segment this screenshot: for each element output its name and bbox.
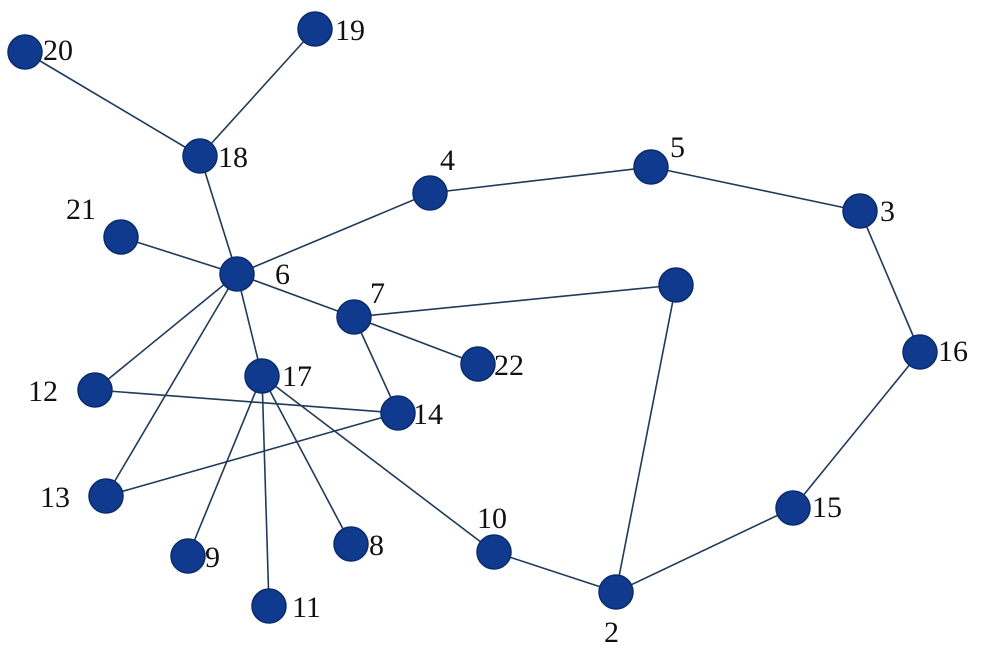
node-label: 3 (880, 195, 895, 228)
node-circle (219, 256, 255, 292)
edge-13-14 (105, 412, 399, 497)
edge-12-14 (94, 389, 399, 414)
node-22: 22 (460, 346, 524, 382)
node-circle (103, 219, 139, 255)
node-circle (380, 395, 416, 431)
node-9: 9 (170, 538, 220, 574)
node-17: 17 (244, 358, 312, 394)
node-circle (333, 526, 369, 562)
edge-4-5 (429, 166, 652, 194)
node-circle (77, 372, 113, 408)
node-label: 2 (604, 616, 619, 649)
node-label: 16 (938, 335, 968, 368)
node-label: 9 (205, 541, 220, 574)
node-label: 5 (670, 131, 685, 164)
edge-15-2 (615, 507, 794, 593)
edge-20-18 (24, 51, 201, 157)
node-20: 20 (7, 34, 73, 70)
node-circle (251, 588, 287, 624)
node-3: 3 (842, 193, 895, 229)
node-label: 10 (477, 502, 507, 535)
node-label: 17 (282, 360, 312, 393)
edge-19-18 (199, 28, 316, 157)
edges-layer (24, 28, 921, 607)
edge-7-22 (353, 316, 479, 365)
node-label: 12 (28, 375, 58, 408)
node-11: 11 (251, 588, 321, 624)
node-circle (476, 534, 512, 570)
edge-6-13 (105, 273, 238, 497)
node-label: 18 (218, 141, 248, 174)
node-label: 7 (370, 277, 385, 310)
node-label: 21 (66, 193, 96, 226)
node-4: 4 (412, 144, 455, 211)
node-7: 7 (336, 277, 385, 335)
nodes-layer: 2 3 4 5 6 7 8 9 10 11 12 13 14 15 16 17 18 19 20 21 22 (7, 11, 968, 649)
node-circle (460, 346, 496, 382)
edge-2-1 (615, 284, 677, 593)
edge-6-7 (236, 273, 355, 318)
node-1 (658, 267, 694, 303)
node-6: 6 (219, 256, 290, 292)
edge-6-4 (236, 192, 431, 275)
node-14: 14 (380, 395, 443, 431)
node-circle (658, 267, 694, 303)
node-circle (842, 193, 878, 229)
node-circle (88, 478, 124, 514)
node-circle (7, 34, 43, 70)
edge-17-9 (187, 375, 263, 557)
node-circle (775, 490, 811, 526)
node-5: 5 (633, 131, 685, 185)
node-15: 15 (775, 490, 842, 526)
node-19: 19 (297, 11, 365, 47)
edge-5-3 (650, 166, 861, 212)
node-12: 12 (28, 372, 113, 408)
node-label: 14 (413, 398, 443, 431)
node-circle (170, 538, 206, 574)
node-2: 2 (598, 574, 634, 649)
edge-18-6 (199, 155, 238, 275)
edge-17-11 (261, 375, 270, 607)
edge-16-15 (792, 351, 921, 509)
node-10: 10 (476, 502, 512, 570)
edge-17-8 (261, 375, 352, 545)
node-circle (297, 11, 333, 47)
node-circle (336, 299, 372, 335)
node-label: 20 (43, 34, 73, 67)
node-label: 22 (494, 349, 524, 382)
node-16: 16 (902, 334, 968, 370)
node-circle (598, 574, 634, 610)
node-18: 18 (182, 138, 248, 174)
node-label: 8 (369, 529, 384, 562)
edge-1-7 (353, 284, 677, 318)
edge-21-6 (120, 236, 238, 275)
node-circle (412, 175, 448, 211)
node-label: 11 (292, 591, 321, 624)
edge-3-16 (859, 210, 921, 353)
edge-10-17 (261, 375, 495, 553)
node-circle (902, 334, 938, 370)
edge-2-10 (493, 551, 617, 593)
node-label: 4 (440, 144, 455, 177)
edge-6-12 (94, 273, 238, 391)
node-13: 13 (40, 478, 124, 514)
node-label: 19 (335, 14, 365, 47)
node-label: 6 (275, 258, 290, 291)
node-label: 15 (812, 491, 842, 524)
node-circle (182, 138, 218, 174)
node-8: 8 (333, 526, 384, 562)
node-circle (244, 358, 280, 394)
node-circle (633, 149, 669, 185)
node-21: 21 (66, 193, 139, 255)
node-label: 13 (40, 481, 70, 514)
